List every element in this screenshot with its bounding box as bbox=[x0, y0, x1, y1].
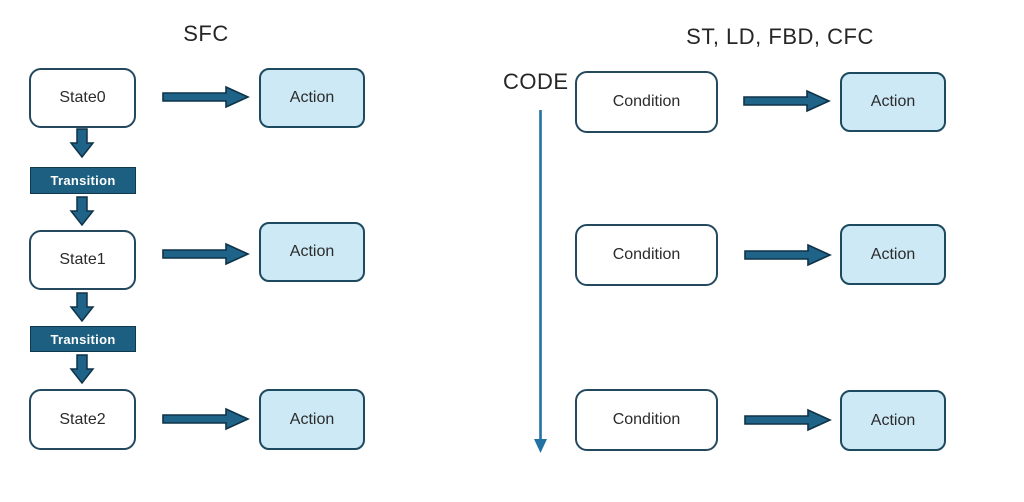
arrow-down-icon bbox=[69, 292, 95, 322]
sfc-action-box-1: Action bbox=[259, 68, 365, 128]
condition-box-1: Condition bbox=[575, 71, 718, 133]
state2-box: State2 bbox=[29, 389, 136, 450]
arrow-right-icon bbox=[743, 88, 831, 114]
arrow-down-icon bbox=[69, 196, 95, 226]
arrow-right-icon bbox=[162, 406, 250, 432]
arrow-right-icon bbox=[162, 84, 250, 110]
code-action-box-3: Action bbox=[840, 390, 946, 451]
state1-box: State1 bbox=[29, 230, 136, 290]
arrow-down-icon bbox=[69, 128, 95, 158]
arrow-down-icon bbox=[69, 354, 95, 384]
state0-box: State0 bbox=[29, 68, 136, 128]
code-label: CODE bbox=[503, 69, 569, 94]
condition-box-3: Condition bbox=[575, 389, 718, 451]
condition-box-2: Condition bbox=[575, 224, 718, 286]
transition-bar-1: Transition bbox=[30, 167, 136, 194]
sfc-title: SFC bbox=[183, 21, 229, 46]
transition-bar-2: Transition bbox=[30, 326, 136, 352]
sfc-action-box-2: Action bbox=[259, 222, 365, 282]
arrow-right-icon bbox=[744, 242, 832, 268]
code-flow-arrow-icon bbox=[530, 110, 552, 454]
code-action-box-2: Action bbox=[840, 224, 946, 285]
arrow-right-icon bbox=[744, 407, 832, 433]
st-ld-fbd-cfc-title: ST, LD, FBD, CFC bbox=[686, 24, 874, 49]
sfc-action-box-3: Action bbox=[259, 389, 365, 450]
arrow-right-icon bbox=[162, 241, 250, 267]
code-action-box-1: Action bbox=[840, 72, 946, 132]
